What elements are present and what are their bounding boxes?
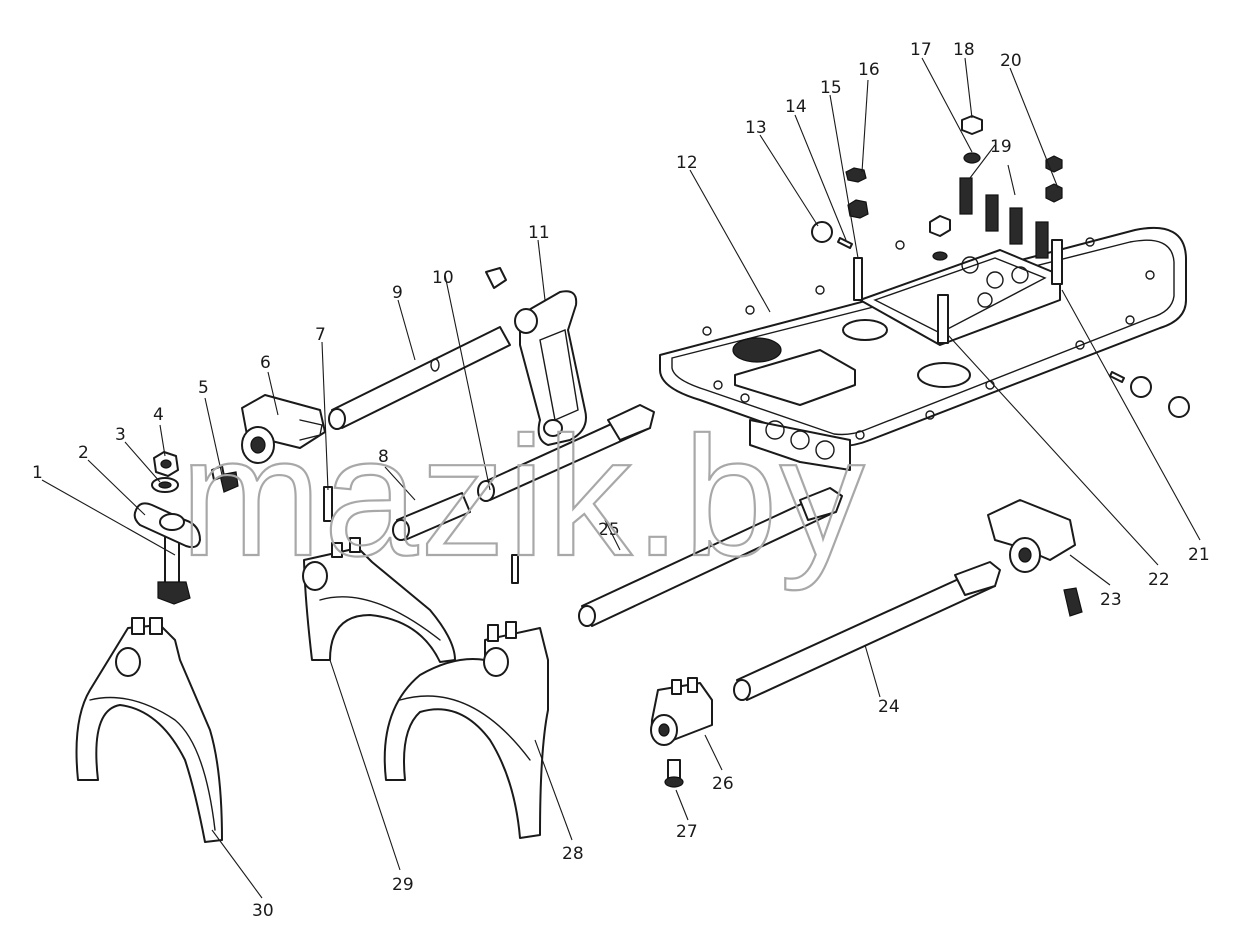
leader-lines: [41, 57, 1201, 899]
callout-11: 11: [528, 223, 550, 243]
part-3-washer: [151, 477, 179, 493]
part-19-springs: [959, 177, 1049, 259]
part-2-lever: [133, 502, 201, 549]
part-22-studs: [929, 215, 951, 344]
part-10-shaft: [477, 404, 655, 502]
callout-15: 15: [820, 78, 842, 98]
part-28-shift-fork: [383, 554, 549, 839]
callout-5: 5: [198, 378, 209, 398]
callout-13: 13: [745, 118, 767, 138]
part-4-nut: [153, 451, 179, 477]
callout-20: 20: [1000, 51, 1022, 71]
callout-3: 3: [115, 425, 126, 445]
part-18-nut: [961, 115, 983, 135]
callout-23: 23: [1100, 590, 1122, 610]
part-29-shift-fork: [302, 537, 456, 663]
callout-27: 27: [676, 822, 698, 842]
part-8-shaft: [392, 492, 471, 541]
part-25-shaft: [578, 487, 843, 627]
part-1-bolt: [157, 534, 191, 605]
part-26-shift-block: [650, 677, 713, 746]
part-13-o-ring: [811, 221, 833, 243]
part-17-washer: [963, 152, 981, 164]
part-9-shaft: [328, 326, 511, 430]
callout-8: 8: [378, 447, 389, 467]
callout-numbers: 1 2 3 4 5 6 7 8 9 10 11 12 13 14 15 16 1…: [32, 40, 1210, 921]
part-24-shaft: [733, 561, 1001, 701]
part-15-stud: [853, 257, 863, 301]
part-23-shift-block: [987, 499, 1083, 617]
part-21-o-rings: [1109, 371, 1190, 418]
callout-10: 10: [432, 268, 454, 288]
part-30-shift-fork: [75, 617, 223, 843]
callout-29: 29: [392, 875, 414, 895]
callout-26: 26: [712, 774, 734, 794]
callout-19: 19: [990, 137, 1012, 157]
callout-6: 6: [260, 353, 271, 373]
callout-12: 12: [676, 153, 698, 173]
callout-14: 14: [785, 97, 807, 117]
callout-1: 1: [32, 463, 43, 483]
callout-2: 2: [78, 443, 89, 463]
callout-30: 30: [252, 901, 274, 921]
callout-25: 25: [598, 520, 620, 540]
part-27-grease-fitting: [664, 759, 684, 788]
part-14-pin: [837, 237, 853, 249]
part-6-block: [241, 394, 326, 464]
callout-28: 28: [562, 844, 584, 864]
part-16-nut-washer: [845, 167, 869, 219]
callout-16: 16: [858, 60, 880, 80]
part-20-nuts: [1045, 155, 1063, 285]
callout-7: 7: [315, 325, 326, 345]
part-11-shift-bracket: [485, 267, 587, 446]
watermark-text: mazik.by: [180, 402, 867, 592]
callout-9: 9: [392, 283, 403, 303]
callout-18: 18: [953, 40, 975, 60]
callout-17: 17: [910, 40, 932, 60]
callout-22: 22: [1148, 570, 1170, 590]
callout-24: 24: [878, 697, 900, 717]
callout-21: 21: [1188, 545, 1210, 565]
callout-4: 4: [153, 405, 164, 425]
